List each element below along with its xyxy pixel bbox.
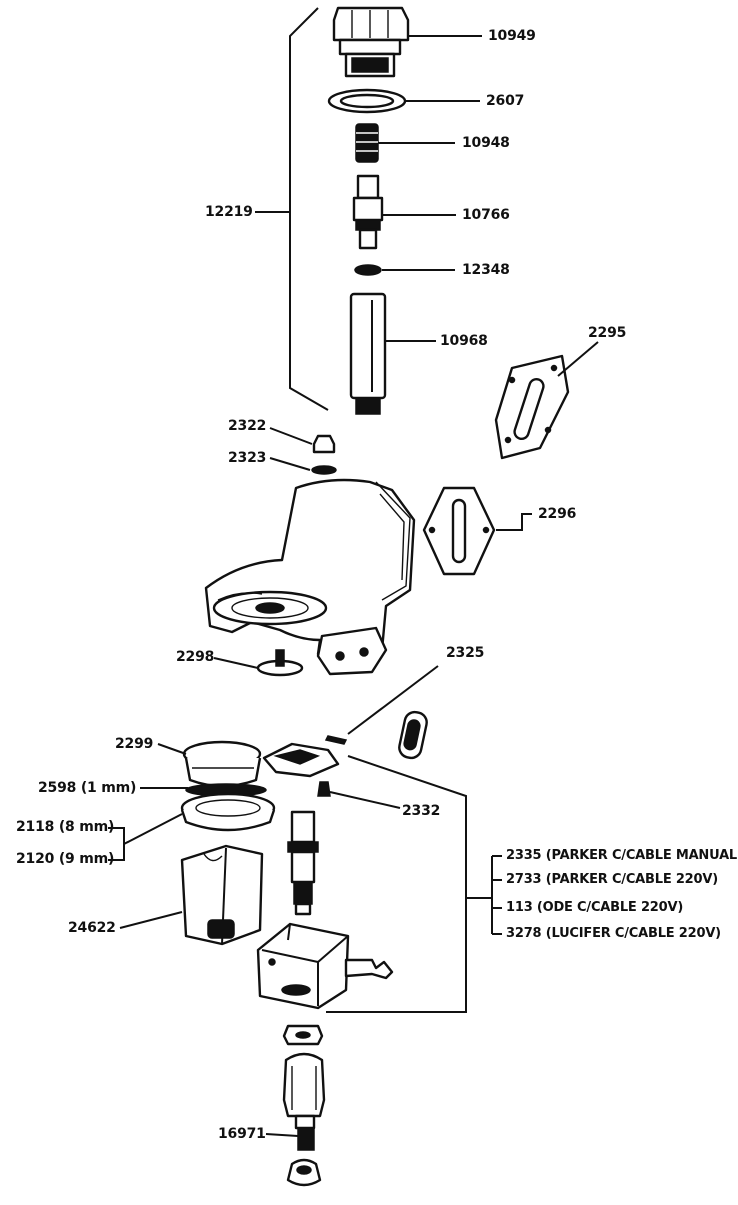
label-10948: 10948 bbox=[462, 135, 510, 151]
part-16971-stem bbox=[297, 1127, 315, 1151]
leader-16971 bbox=[265, 1133, 299, 1137]
label-2295: 2295 bbox=[588, 325, 627, 341]
label-2598: 2598 (1 mm) bbox=[38, 780, 137, 796]
leader-2298 bbox=[213, 657, 259, 669]
label-2298: 2298 bbox=[176, 649, 215, 665]
leader-2296 bbox=[496, 513, 532, 531]
label-12219: 12219 bbox=[205, 204, 253, 220]
part-2325-pin bbox=[324, 735, 348, 745]
label-2299: 2299 bbox=[115, 736, 154, 752]
label-2120: 2120 (9 mm) bbox=[16, 851, 115, 867]
part-2298-screw bbox=[256, 649, 304, 677]
leader-2295 bbox=[557, 341, 599, 377]
part-2296-gasket bbox=[422, 486, 496, 576]
label-2335: 2335 (PARKER C/CABLE MANUAL) bbox=[506, 848, 738, 863]
leader-2323 bbox=[269, 457, 311, 471]
leader-2299 bbox=[157, 743, 187, 755]
armature-tube bbox=[287, 810, 319, 916]
label-2607: 2607 bbox=[486, 93, 525, 109]
part-24622-cover bbox=[180, 844, 264, 946]
leader-2322 bbox=[269, 427, 313, 445]
label-2296: 2296 bbox=[538, 506, 577, 522]
diaphragm-plate bbox=[262, 742, 340, 778]
part-12348-ring bbox=[354, 264, 382, 276]
leader-2325 bbox=[347, 665, 439, 735]
part-10949-cap-nut bbox=[332, 6, 410, 78]
label-2322: 2322 bbox=[228, 418, 267, 434]
part-2323-washer bbox=[311, 465, 337, 475]
bracket-12219 bbox=[289, 7, 329, 411]
label-10766: 10766 bbox=[462, 207, 510, 223]
label-2323: 2323 bbox=[228, 450, 267, 466]
label-24622: 24622 bbox=[68, 920, 116, 936]
bracket-solenoid bbox=[326, 755, 467, 1013]
bottom-cap bbox=[286, 1158, 322, 1187]
label-12348: 12348 bbox=[462, 262, 510, 278]
part-10968-tube bbox=[349, 292, 387, 415]
valve-body bbox=[204, 478, 416, 676]
label-10949: 10949 bbox=[488, 28, 536, 44]
loose-oval-gasket bbox=[398, 710, 428, 760]
part-2118-2120-ring bbox=[180, 792, 276, 832]
label-10968: 10968 bbox=[440, 333, 488, 349]
label-2325: 2325 bbox=[446, 645, 485, 661]
part-10948-spring bbox=[355, 123, 379, 163]
label-16971: 16971 bbox=[218, 1126, 266, 1142]
part-2332-screw bbox=[317, 781, 331, 797]
leader-24622 bbox=[119, 911, 183, 929]
part-2607-o-ring bbox=[327, 88, 407, 114]
leader-2332 bbox=[329, 791, 401, 809]
bottom-nut bbox=[282, 1024, 324, 1046]
label-113: 113 (ODE C/CABLE 220V) bbox=[506, 900, 684, 915]
part-2295-plate bbox=[494, 354, 570, 460]
solenoid-coil bbox=[256, 922, 394, 1010]
part-2322-cap bbox=[312, 434, 336, 454]
leader-2118-2120 bbox=[123, 813, 183, 845]
part-2299-ring bbox=[182, 740, 262, 788]
part-10766-plunger bbox=[352, 174, 384, 250]
label-2733: 2733 (PARKER C/CABLE 220V) bbox=[506, 872, 718, 887]
label-2332: 2332 bbox=[402, 803, 441, 819]
label-3278: 3278 (LUCIFER C/CABLE 220V) bbox=[506, 926, 721, 941]
label-2118: 2118 (8 mm) bbox=[16, 819, 115, 835]
bottom-fitting bbox=[282, 1052, 326, 1130]
